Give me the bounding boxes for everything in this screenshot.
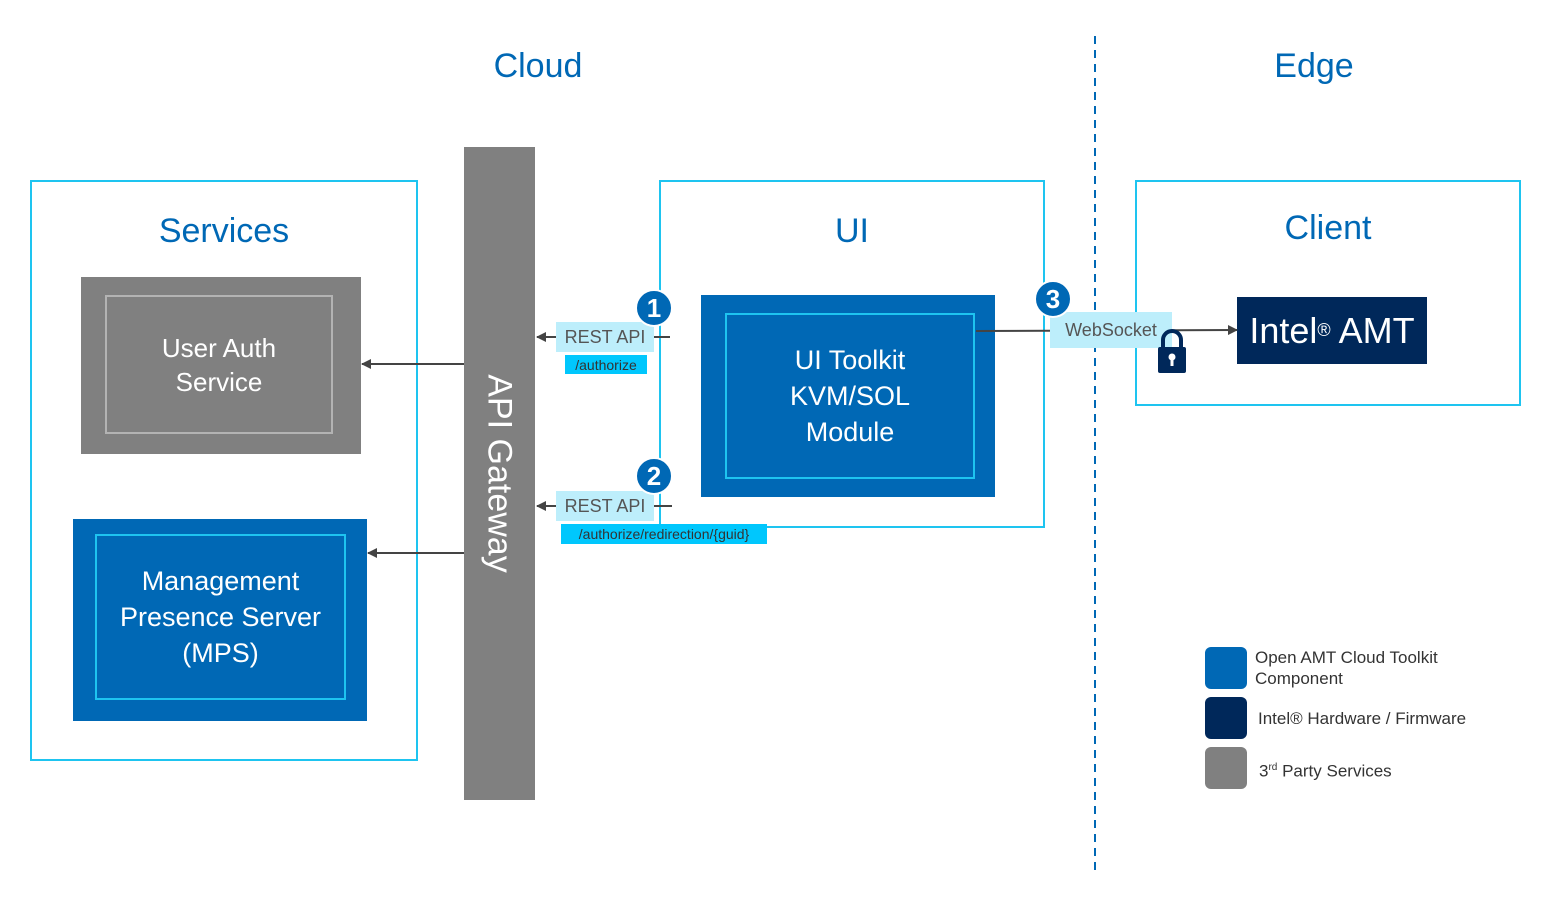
- step1-rest-api-label: REST API: [556, 322, 654, 352]
- legend-swatch-oact-component: [1205, 647, 1247, 689]
- amt-suffix: AMT: [1330, 309, 1415, 351]
- legend-swatch-intel-hardware: [1205, 697, 1247, 739]
- step3-badge: 3: [1034, 280, 1072, 318]
- legend-label-oact-line1: Open AMT Cloud Toolkit: [1255, 648, 1438, 667]
- legend-label-oact-line2: Component: [1255, 669, 1343, 688]
- step1-endpoint-label: /authorize: [565, 355, 647, 374]
- step2-endpoint-label: /authorize/redirection/{guid}: [561, 524, 767, 544]
- mps-label-line1: Management: [141, 566, 300, 596]
- mps-label-line2: Presence Server: [119, 602, 322, 632]
- step3-websocket-label: WebSocket: [1050, 312, 1172, 348]
- lock-icon: [1158, 329, 1186, 373]
- client-group: [1135, 180, 1521, 406]
- amt-name: Intel: [1249, 309, 1318, 351]
- user-auth-service: User Auth Service: [81, 277, 361, 454]
- legend-third-party-suffix: Party Services: [1277, 761, 1392, 781]
- legend-label-intel-hardware: Intel® Hardware / Firmware: [1258, 709, 1467, 728]
- ui-toolkit-label-line1: UI Toolkit: [794, 345, 906, 375]
- cloud-section-title: Cloud: [493, 46, 583, 85]
- legend-third-party-prefix: 3: [1259, 761, 1269, 781]
- legend-label-third-party: 3rd Party Services: [1259, 757, 1519, 782]
- client-title: Client: [1284, 208, 1372, 247]
- step2-badge: 2: [635, 457, 673, 495]
- ui-toolkit-label-line3: Module: [805, 417, 895, 447]
- edge-section-title: Edge: [1274, 46, 1354, 85]
- legend-third-party-sup: rd: [1268, 762, 1278, 773]
- cloud-edge-divider: [1094, 36, 1096, 876]
- mps-server-inner: Management Presence Server (MPS): [95, 534, 346, 700]
- ui-toolkit-module: UI Toolkit KVM/SOL Module: [701, 295, 995, 497]
- step1-badge: 1: [635, 289, 673, 327]
- legend-label-oact-component: Open AMT Cloud Toolkit Component: [1255, 647, 1515, 689]
- intel-amt: Intel® AMT: [1237, 297, 1427, 364]
- ui-toolkit-label-line2: KVM/SOL: [789, 381, 911, 411]
- user-auth-label-line2: Service: [175, 366, 263, 397]
- mps-label-line3: (MPS): [182, 638, 259, 668]
- ui-toolkit-module-inner: UI Toolkit KVM/SOL Module: [725, 313, 975, 479]
- ui-title: UI: [835, 211, 869, 250]
- legend-swatch-third-party: [1205, 747, 1247, 789]
- services-title: Services: [158, 211, 290, 250]
- api-gateway: API Gateway: [464, 147, 535, 800]
- step2-rest-api-label: REST API: [556, 491, 654, 521]
- user-auth-service-inner: User Auth Service: [105, 295, 333, 434]
- amt-registered-mark: ®: [1317, 320, 1331, 340]
- user-auth-label-line1: User Auth: [161, 332, 277, 363]
- mps-server: Management Presence Server (MPS): [73, 519, 367, 721]
